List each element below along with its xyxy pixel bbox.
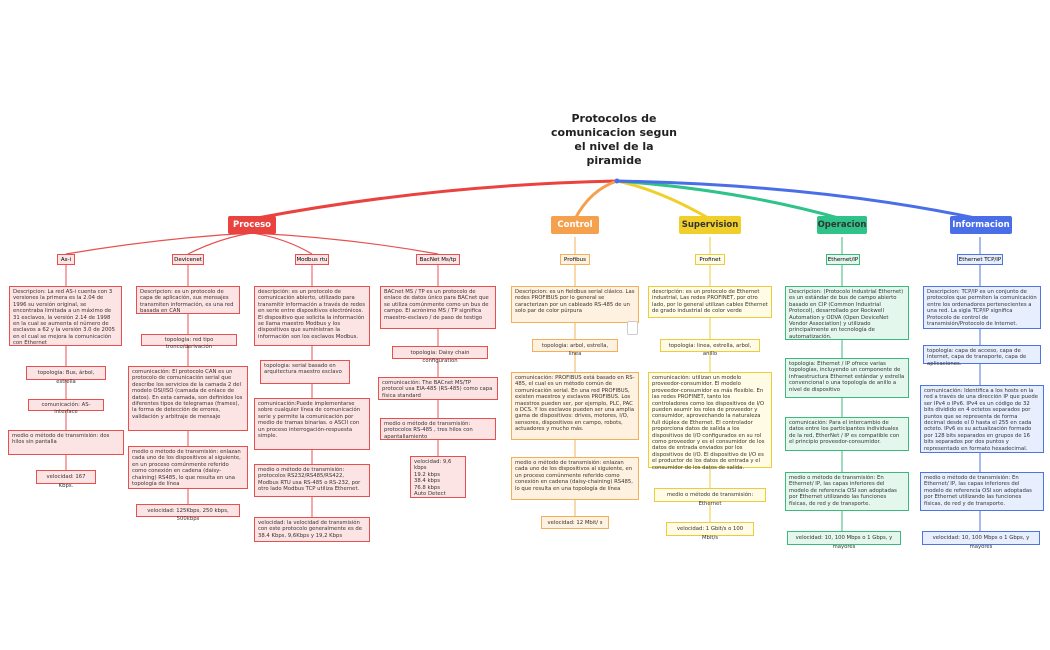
empty-node: [627, 321, 638, 335]
bacnet-speed-line: 38.4 kbps: [414, 478, 441, 485]
category-control[interactable]: Control: [551, 216, 599, 234]
ethernetip-medium: medio o método de transmisión: En Ethern…: [785, 472, 909, 511]
profinet-speed: velocidad: 1 Gbit/s o 100 Mbit/s: [666, 522, 754, 541]
modbus-description: descripción: es un protocolo de comunica…: [254, 286, 370, 346]
devicenet-medium: medio o método de transmisión: enlazan c…: [128, 446, 248, 489]
bacnet-speed-line: velocidad: 9,6 kbps: [414, 459, 452, 472]
protocol-tcpip[interactable]: Ethernet TCP/IP: [957, 254, 1003, 265]
asi-speed: velocidad: 167 Kbps.: [36, 470, 96, 489]
profibus-speed: velocidad: 12 Mbit/ s: [541, 516, 609, 529]
ethernetip-topology: topologia: Ethernet / IP ofrece varias t…: [785, 358, 909, 398]
devicenet-communication: comunicación: El protocolo CAN es un pro…: [128, 366, 248, 431]
tcpip-topology: topologia: capa de acceso, capa de inter…: [923, 345, 1041, 367]
profibus-communication: comunicación: PROFIBUS está basado en RS…: [511, 372, 639, 440]
bacnet-medium: medio o método de transmisión: protocolo…: [380, 418, 496, 440]
profinet-medium: medio o método de transmisión: Ethernet: [654, 488, 766, 507]
profinet-description: descripción: es un protocolo de Ethernet…: [648, 286, 772, 318]
category-operacion[interactable]: Operacion: [817, 216, 867, 234]
modbus-speed: velocidad: la velocidad de transmisión c…: [254, 517, 370, 542]
protocol-asi[interactable]: As-i: [57, 254, 75, 265]
protocol-bacnet[interactable]: BacNet Ms/tp: [416, 254, 460, 265]
bacnet-description: BACnet MS / TP es un protocolo de enlace…: [380, 286, 496, 329]
tcpip-communication: comunicación: Identifica a los hosts en …: [920, 385, 1044, 453]
category-informacion[interactable]: Informacion: [950, 216, 1012, 234]
asi-communication: comunicación: AS-interface: [28, 399, 104, 415]
bacnet-speed-line: 19.2 kbps: [414, 471, 441, 478]
asi-medium: medio o método de transmisión: dos hilos…: [8, 430, 124, 455]
devicenet-description: Descripcion: es un protocolo de capa de …: [136, 286, 240, 314]
category-proceso[interactable]: Proceso: [228, 216, 276, 234]
protocol-devicenet[interactable]: Devicenet: [172, 254, 204, 265]
asi-description: Descripcion: La red AS-i cuenta con 3 ve…: [9, 286, 122, 346]
protocol-modbus[interactable]: Modbus rtu: [295, 254, 329, 265]
profibus-description: Descripcion: es un fieldbus serial clási…: [511, 286, 639, 323]
tcpip-medium: medio o método de transmisión: En Ethern…: [920, 472, 1044, 511]
modbus-medium: medio o método de transmisión: protocolo…: [254, 464, 370, 497]
ethernetip-communication: comunicación: Para el intercambio de dat…: [785, 417, 909, 451]
map-title: Protocolos de comunicacion segun el nive…: [551, 112, 677, 167]
modbus-topology: topologia: serial basado en arquitectura…: [260, 360, 350, 384]
bacnet-speed-line: Auto Detect: [414, 491, 446, 498]
modbus-communication: comunicación:Puede implementarse sobre c…: [254, 398, 370, 450]
devicenet-topology: topologia: red tipo tronco/derivación: [141, 334, 237, 350]
tcpip-description: Descripcion: TCP/IP es un conjunto de pr…: [923, 286, 1041, 329]
bacnet-communication: comunicación: The BACnet MS/TP protocol …: [378, 377, 498, 400]
tcpip-speed: velocidad: 10, 100 Mbps o 1 Gbps, y mayo…: [922, 531, 1040, 550]
devicenet-speed: velocidad: 125Kbps, 250 kbps, 500kbps: [136, 504, 240, 522]
profibus-topology: topologia: arbol, estrella, linea: [532, 339, 618, 357]
protocol-profinet[interactable]: Profinet: [695, 254, 725, 265]
profinet-communication: comunicación: utilizan un modelo proveed…: [648, 372, 772, 471]
asi-topology: topologia: Bus, árbol, estrella: [26, 366, 106, 385]
profibus-medium: medio o método de transmisión: enlazan c…: [511, 457, 639, 500]
profinet-topology: topologia: linea, estrella, arbol, anill…: [660, 339, 760, 357]
bacnet-speed: velocidad: 9,6 kbps 19.2 kbps 38.4 kbps …: [410, 456, 466, 498]
ethernetip-description: Descripcion: (Protocolo Industrial Ether…: [785, 286, 909, 340]
protocol-profibus[interactable]: Profibus: [560, 254, 590, 265]
bacnet-speed-line: 76.8 kbps: [414, 484, 441, 491]
protocol-ethernetip[interactable]: Ethernet/IP: [826, 254, 860, 265]
bacnet-topology: topologia: Daisy chain configuration: [392, 346, 488, 364]
category-supervision[interactable]: Supervision: [679, 216, 741, 234]
ethernetip-speed: velocidad: 10, 100 Mbps o 1 Gbps, y mayo…: [787, 531, 901, 550]
